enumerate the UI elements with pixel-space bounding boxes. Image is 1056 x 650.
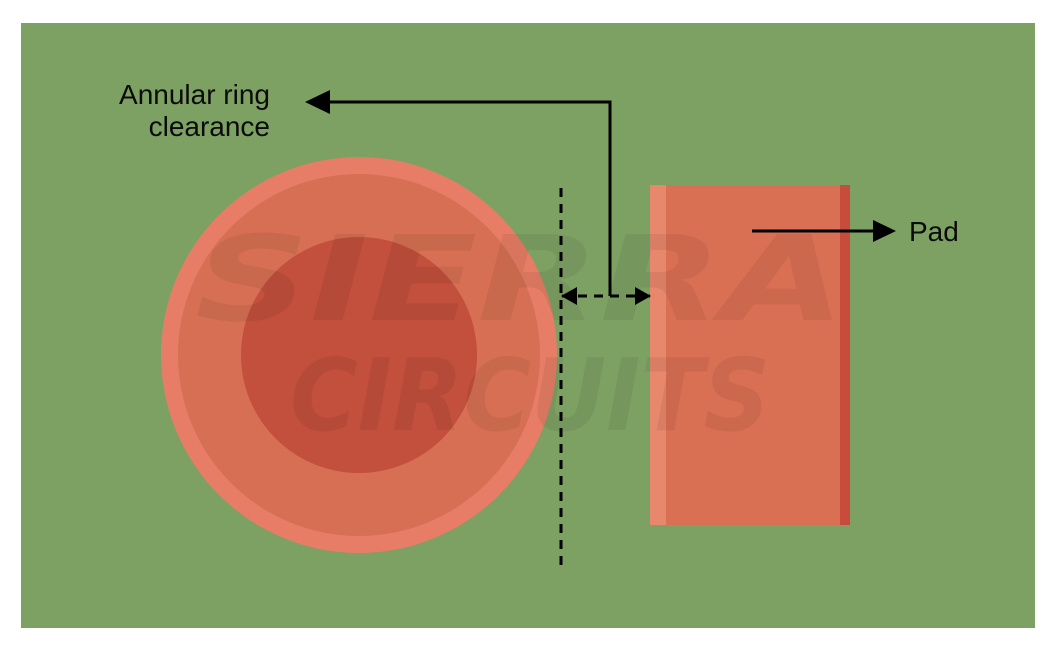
pad-highlight — [650, 185, 666, 525]
pad-leader-arrowhead — [873, 220, 896, 242]
watermark-logo: SIERRA CIRCUITS — [195, 210, 845, 454]
pad-label: Pad — [909, 216, 959, 247]
pad-edge — [840, 185, 850, 525]
clearance-arrowhead-right — [635, 287, 651, 305]
clearance-leader-line — [330, 100, 612, 296]
watermark-line1: SIERRA — [195, 210, 845, 348]
drill-hole — [241, 237, 477, 473]
annular-ring-clearance-label-line1: Annular ring — [119, 79, 270, 110]
annular-ring-clearance-label-line2: clearance — [149, 111, 270, 142]
pad-rectangle — [650, 185, 850, 525]
clearance-arrowhead-left — [561, 287, 577, 305]
watermark-line2: CIRCUITS — [290, 337, 770, 454]
clearance-leader-arrowhead — [305, 90, 330, 114]
